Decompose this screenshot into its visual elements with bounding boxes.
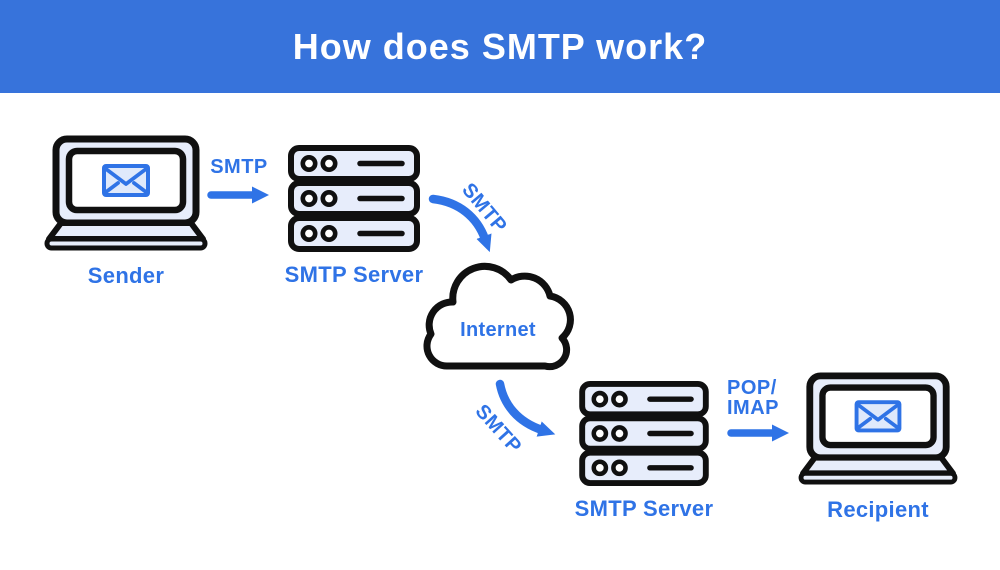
server-slot-lines [357, 160, 405, 237]
sender-node: Sender [44, 135, 208, 288]
sender-label: Sender [87, 263, 165, 288]
email-envelope-icon [854, 400, 902, 433]
right-arrow-icon [727, 424, 789, 442]
recipient-label: Recipient [827, 497, 929, 522]
recipient-node: Recipient [798, 372, 958, 522]
server-stack-icon [288, 145, 420, 252]
smtp-edge-sender-to-server: SMTP [207, 156, 271, 206]
smtp-server-1-label: SMTP Server [284, 262, 424, 287]
page-title: How does SMTP work? [292, 25, 708, 67]
server-led-lights [591, 390, 628, 477]
pop-imap-label-line1: POP/ [727, 377, 777, 399]
pop-imap-edge-server-to-recipient: POP/ IMAP [727, 378, 793, 444]
header-banner: How does SMTP work? [0, 0, 1000, 93]
curved-down-arrow-icon [428, 194, 492, 253]
server-led-lights [300, 155, 338, 243]
smtp-server-2-node: SMTP Server [575, 381, 713, 521]
laptop-icon [798, 372, 958, 485]
internet-label: Internet [460, 319, 536, 341]
curved-right-arrow-icon [495, 379, 556, 437]
right-arrow-icon [207, 186, 269, 204]
smtp-edge-label: SMTP [210, 156, 268, 178]
smtp-edge-server-to-internet: SMTP [427, 179, 511, 264]
cloud-icon [423, 262, 574, 371]
server-slot-lines [647, 396, 694, 471]
email-envelope-icon [102, 164, 150, 197]
internet-node: Internet [423, 262, 574, 371]
pop-imap-label-line2: IMAP [727, 397, 779, 419]
smtp-edge-internet-to-server: SMTP [471, 378, 566, 458]
server-stack-icon [579, 381, 709, 486]
laptop-icon [44, 135, 208, 251]
smtp-server-2-label: SMTP Server [574, 496, 714, 521]
diagram-canvas: Sender SMTP [0, 93, 1000, 570]
smtp-server-1-node: SMTP Server [285, 145, 423, 287]
